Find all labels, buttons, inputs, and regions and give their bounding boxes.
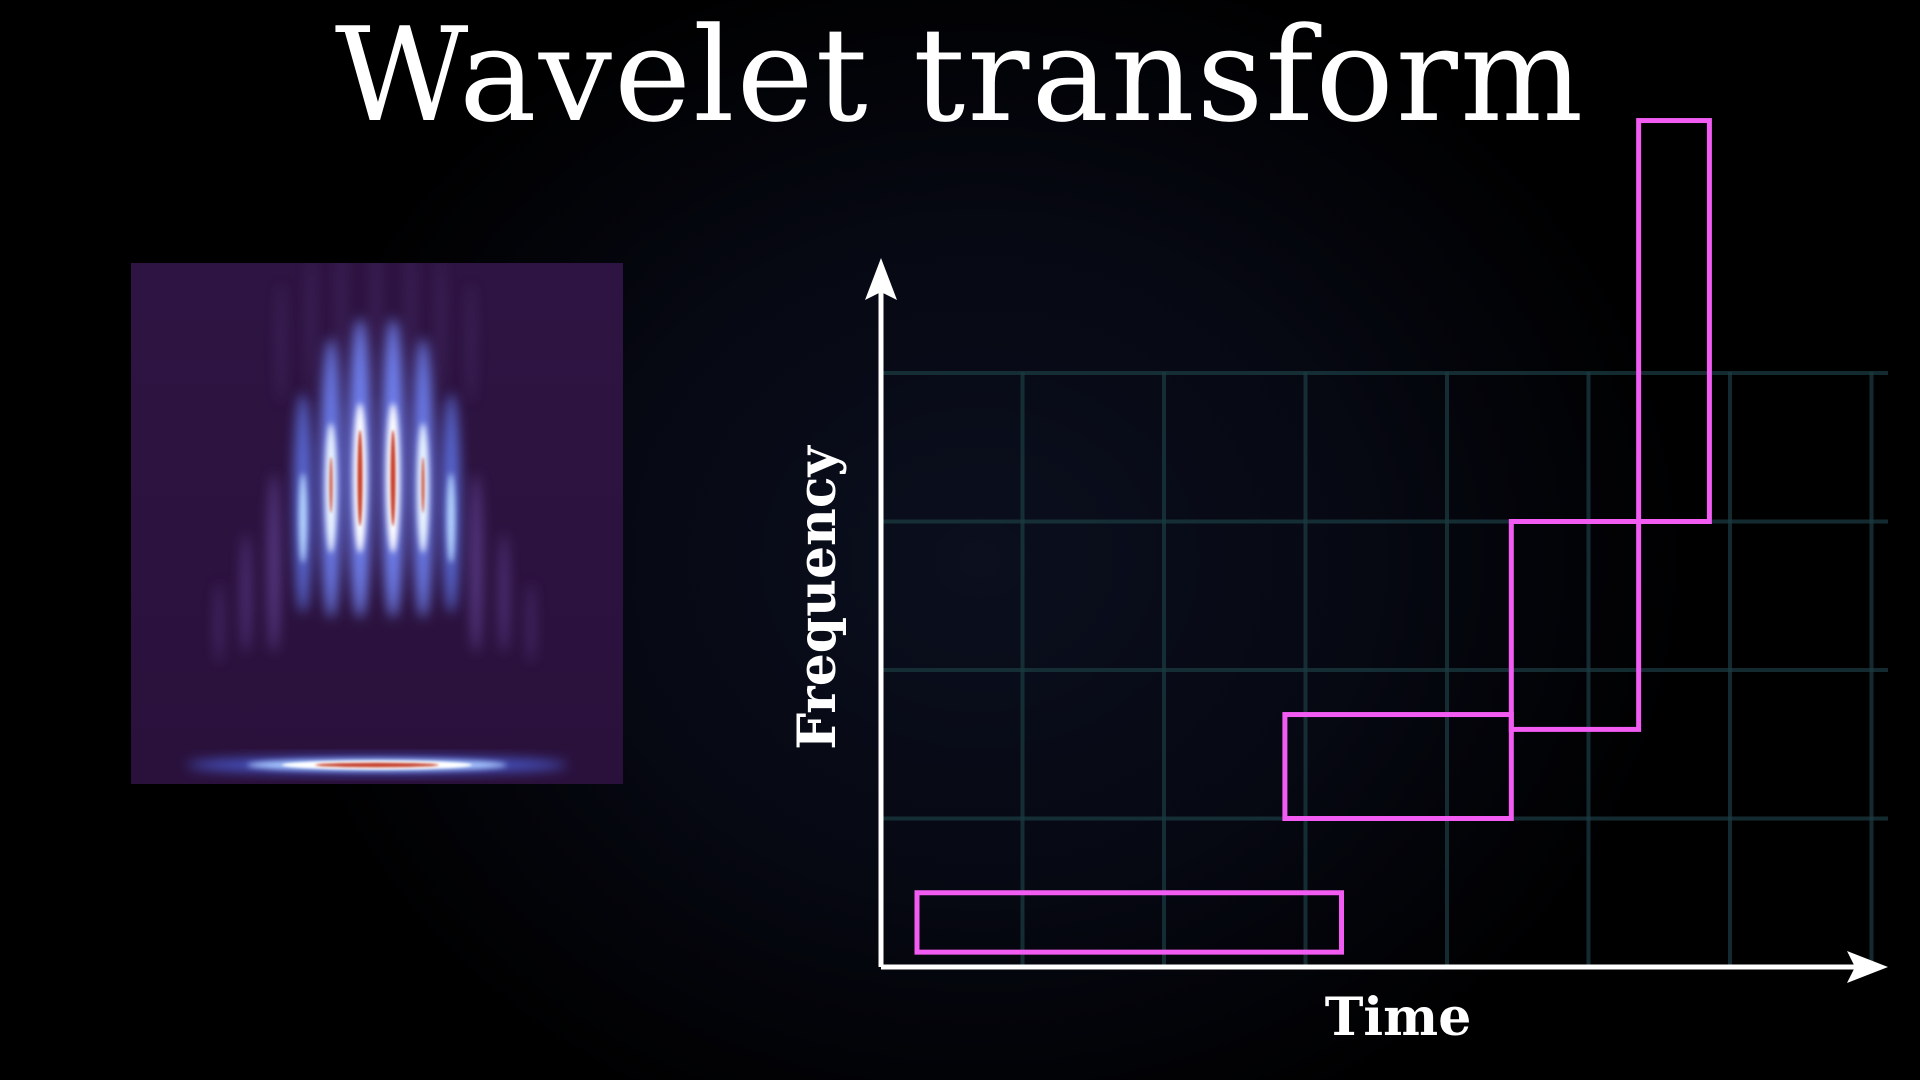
scalogram-red-centers <box>329 430 425 526</box>
x-axis-label: Time <box>1325 987 1472 1048</box>
high-frequency-tile <box>1636 118 1712 525</box>
mid-high-frequency-tile <box>1508 519 1642 732</box>
scalogram-low-frequency-band <box>187 757 567 773</box>
mid-low-frequency-tile <box>1282 712 1514 821</box>
slide-title: Wavelet transform <box>334 0 1586 151</box>
y-axis-arrowhead <box>865 258 897 300</box>
tiling-boxes <box>914 118 1712 955</box>
scalogram-faint-streaks <box>215 263 535 663</box>
low-frequency-tile <box>914 890 1344 955</box>
x-axis-arrowhead <box>1847 951 1888 983</box>
grid <box>881 371 1888 967</box>
wavelet-scalogram <box>131 263 623 784</box>
y-axis-label: Frequency <box>787 445 848 750</box>
